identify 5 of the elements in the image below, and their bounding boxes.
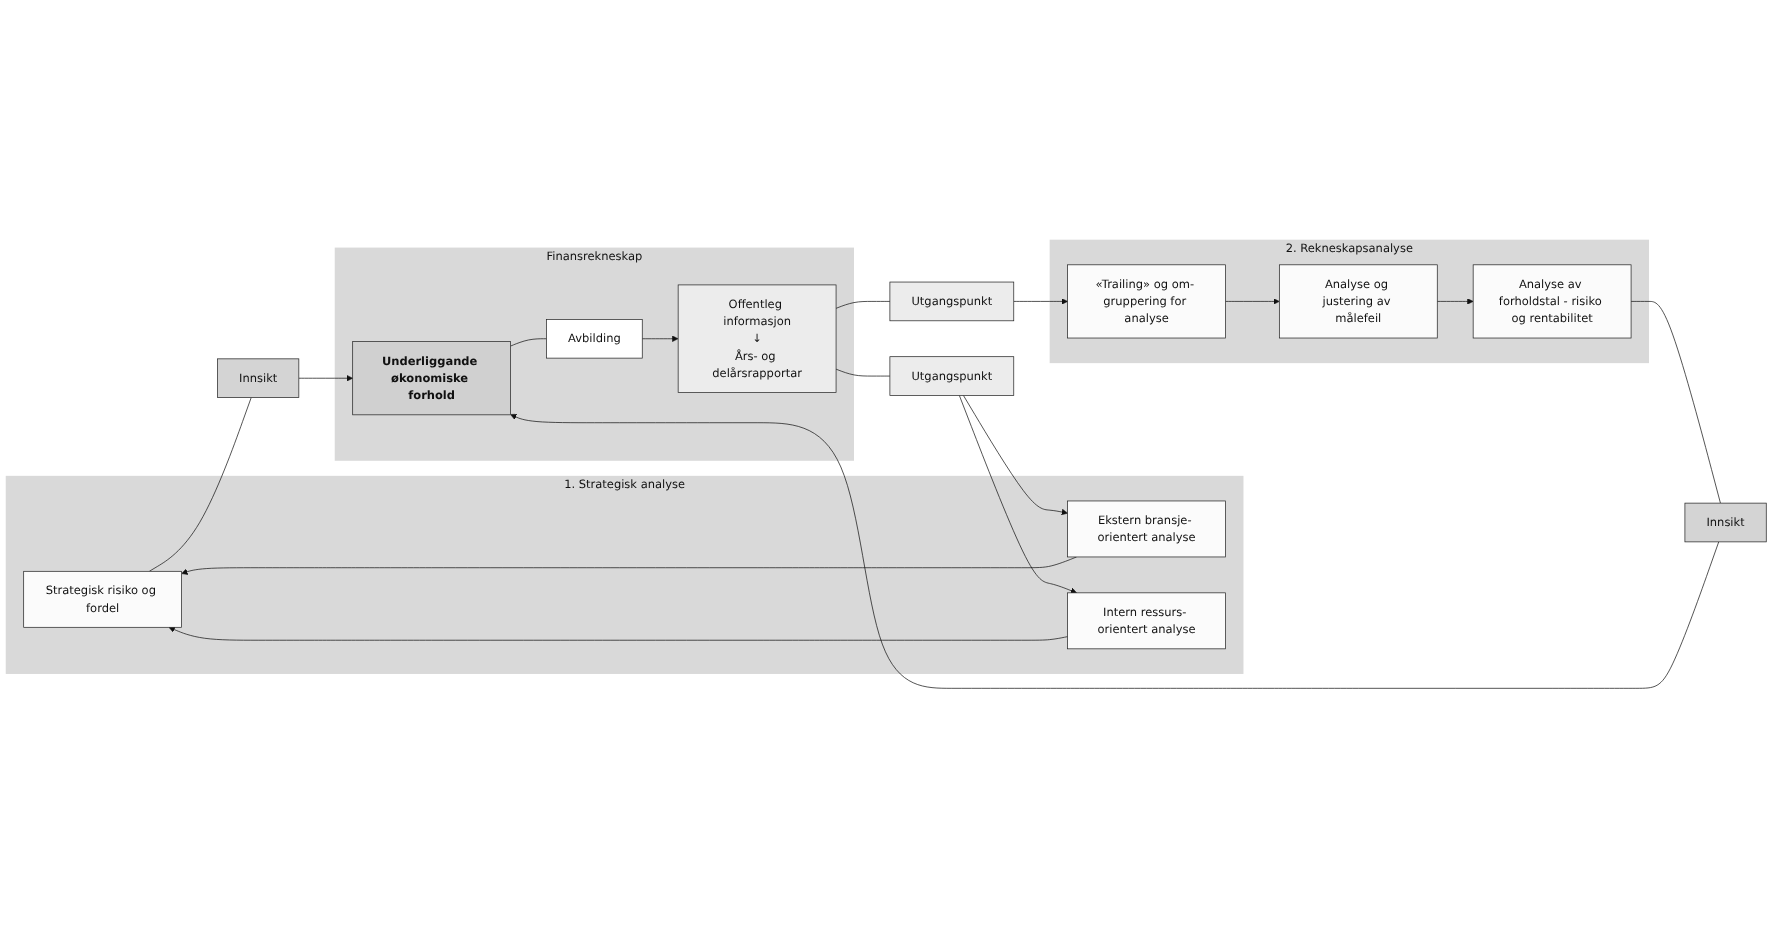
- connector: [835, 368, 891, 377]
- connector: [835, 301, 891, 309]
- connector: [148, 397, 252, 572]
- connector: [510, 338, 547, 347]
- connector: [1630, 301, 1721, 504]
